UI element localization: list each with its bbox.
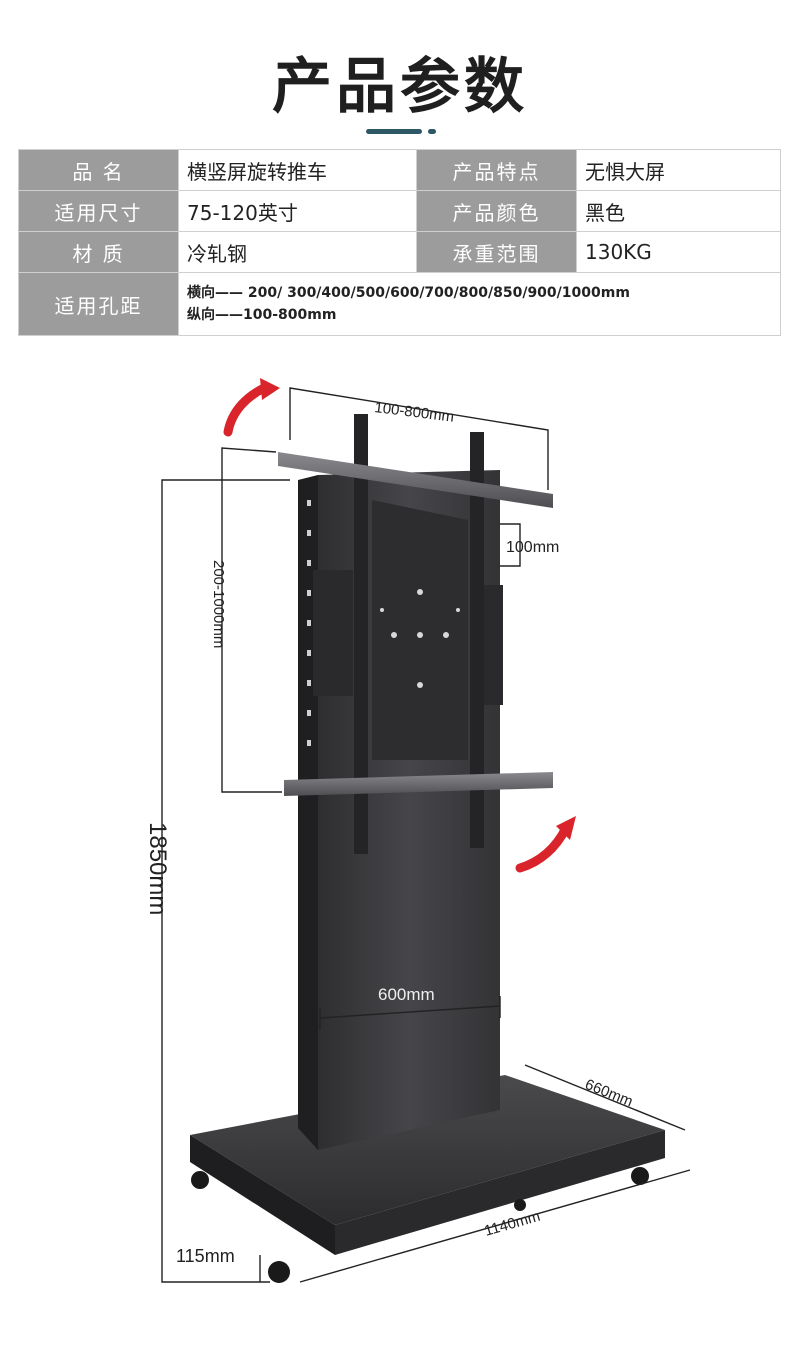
spec-value: 75-120英寸: [178, 190, 417, 232]
spec-value: 横向—— 200/ 300/400/500/600/700/800/850/90…: [178, 272, 781, 336]
dimension-lines: [161, 387, 691, 1283]
dim-column-width: 600mm: [378, 985, 435, 1004]
hole-horizontal: 横向—— 200/ 300/400/500/600/700/800/850/90…: [187, 285, 630, 301]
title-underline-dot: [428, 129, 436, 134]
spec-row: 适用尺寸 75-120英寸 产品颜色 黑色: [18, 190, 781, 232]
mount-rails: [278, 452, 553, 796]
spec-label: 承重范围: [416, 231, 577, 273]
spec-label: 品 名: [18, 149, 179, 191]
caster-wheels: [191, 1167, 649, 1283]
spec-table: 品 名 横竖屏旋转推车 产品特点 无惧大屏 适用尺寸 75-120英寸 产品颜色…: [18, 149, 781, 336]
spec-value: 130KG: [576, 231, 781, 273]
spec-row: 品 名 横竖屏旋转推车 产品特点 无惧大屏: [18, 149, 781, 191]
page-title: 产品参数: [272, 52, 528, 122]
dim-vertical-range: 200-1000mm: [210, 560, 227, 648]
dim-base-width: 1140mm: [482, 1208, 542, 1240]
product-diagram: 100-800mm 100mm 200-1000mm 1850mm 600mm …: [144, 378, 691, 1283]
rotate-arrow-icon: [223, 383, 571, 873]
spec-label: 产品颜色: [416, 190, 577, 232]
spec-label: 适用孔距: [18, 272, 179, 336]
spec-value: 冷轧钢: [178, 231, 417, 273]
spec-label: 适用尺寸: [18, 190, 179, 232]
dim-width-mount: 100-800mm: [374, 399, 456, 426]
spec-value: 黑色: [576, 190, 781, 232]
spec-value: 无惧大屏: [576, 149, 781, 191]
spec-row: 适用孔距 横向—— 200/ 300/400/500/600/700/800/8…: [18, 272, 781, 336]
dim-base-height: 115mm: [176, 1246, 235, 1266]
spec-label: 产品特点: [416, 149, 577, 191]
dim-height: 1850mm: [144, 822, 171, 915]
mount-plate: [313, 500, 503, 760]
spec-row: 材 质 冷轧钢 承重范围 130KG: [18, 231, 781, 273]
spec-value: 横竖屏旋转推车: [178, 149, 417, 191]
title-underline: [366, 129, 422, 134]
dim-mount-step: 100mm: [506, 539, 559, 556]
spec-label: 材 质: [18, 231, 179, 273]
hole-vertical: 纵向——100-800mm: [187, 307, 337, 323]
mount-arms: [354, 414, 484, 854]
rotate-arrowhead-icon: [260, 378, 576, 840]
